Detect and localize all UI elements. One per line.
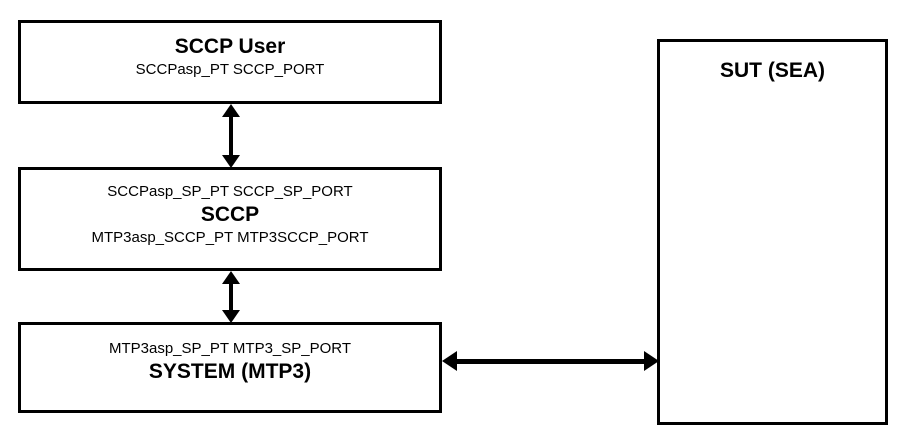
box-sccp-user: SCCP User SCCPasp_PT SCCP_PORT [18,20,442,104]
box-sut: SUT (SEA) [657,39,888,425]
box-system-mtp3-ports: MTP3asp_SP_PT MTP3_SP_PORT [108,340,352,357]
box-system-mtp3-title: SYSTEM (MTP3) [148,360,312,383]
arrow-head-left-icon [442,351,457,371]
box-sccp-title: SCCP [200,203,260,226]
box-sccp-user-ports: SCCPasp_PT SCCP_PORT [135,61,325,78]
arrow-shaft [452,359,649,364]
arrow-head-down-icon [222,155,240,168]
arrow-head-up-icon [222,271,240,284]
arrow-sccp-to-system-mtp3 [220,271,242,323]
arrow-head-right-icon [644,351,659,371]
arrow-shaft [229,113,233,159]
box-sccp: SCCPasp_SP_PT SCCP_SP_PORT SCCP MTP3asp_… [18,167,442,271]
box-sccp-user-title: SCCP User [174,35,286,58]
box-sut-title: SUT (SEA) [720,59,825,82]
arrow-head-up-icon [222,104,240,117]
arrow-system-mtp3-to-sut [442,350,659,372]
box-sccp-upper-ports: SCCPasp_SP_PT SCCP_SP_PORT [107,183,353,200]
arrow-shaft [229,280,233,314]
box-system-mtp3: MTP3asp_SP_PT MTP3_SP_PORT SYSTEM (MTP3) [18,322,442,413]
arrow-sccp-user-to-sccp [220,104,242,168]
box-sccp-lower-ports: MTP3asp_SCCP_PT MTP3SCCP_PORT [91,229,369,246]
arrow-head-down-icon [222,310,240,323]
